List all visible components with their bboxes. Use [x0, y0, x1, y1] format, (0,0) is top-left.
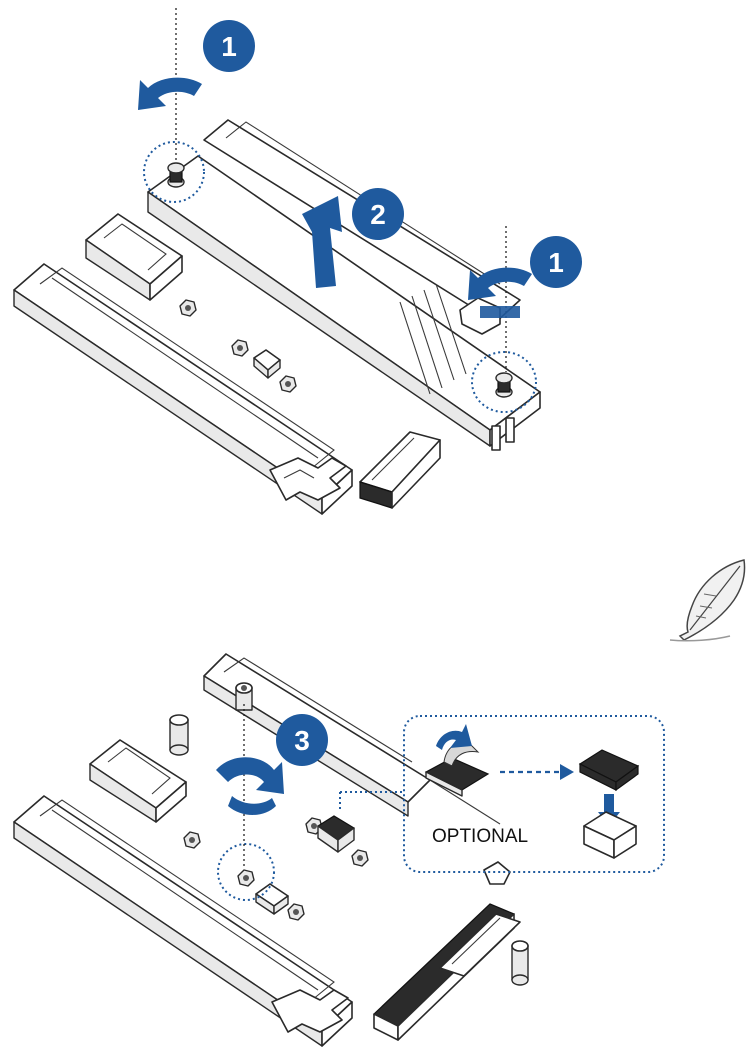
- step-number: 1: [548, 247, 564, 278]
- up-arrow-icon: [302, 196, 342, 288]
- standoff-post: [235, 682, 253, 711]
- arrow-head-icon: [560, 764, 574, 780]
- m2-ssd-module: [372, 903, 521, 1041]
- thermal-pad-block: [255, 883, 289, 915]
- step-number: 3: [294, 725, 310, 756]
- step-badge-2: 2: [352, 188, 404, 240]
- m2-heatsink: [147, 155, 541, 451]
- thermal-pad-block: [253, 349, 281, 379]
- screw-highlight-circle: [471, 351, 537, 413]
- standoff-nut: [183, 831, 201, 849]
- standoff-nut: [179, 299, 197, 317]
- step-number: 2: [370, 199, 386, 230]
- screw-right: [495, 372, 513, 398]
- pcie-x1-slot-bottom: [89, 739, 187, 823]
- feather-quill-icon: [669, 559, 746, 642]
- counterclockwise-arrow-icon: [138, 77, 202, 110]
- pcie-slot-top-left: [13, 263, 353, 515]
- standoff-nut: [231, 339, 249, 357]
- thermal-pad-dark: [578, 749, 640, 792]
- ssd-controller-block: [583, 811, 637, 859]
- optional-label: OPTIONAL: [432, 826, 528, 847]
- step-badge-3: 3: [276, 714, 328, 766]
- screw-highlight-circle: [217, 843, 275, 901]
- standoff-nut: [279, 375, 297, 393]
- peel-film-pad: [424, 724, 490, 797]
- top-illustration-remove-heatsink: 1 2 1: [13, 8, 582, 515]
- optional-callout-box: OPTIONAL: [339, 715, 665, 873]
- pcie-slot-bottom-lower: [13, 795, 353, 1047]
- step-badge-1-top: 1: [203, 20, 255, 72]
- step-number: 1: [221, 31, 237, 62]
- standoff-post: [511, 940, 529, 986]
- pcie-x1-slot-top: [85, 213, 183, 301]
- screw-highlight-circle: [143, 141, 205, 203]
- counterclockwise-arrow-icon: [468, 267, 532, 318]
- standoff-nut: [351, 849, 369, 867]
- standoff-nut: [287, 903, 305, 921]
- standoff-post: [169, 714, 189, 756]
- counterclockwise-arrow-icon: [216, 757, 284, 815]
- m2-connector: [359, 431, 441, 509]
- standoff-nut: [237, 869, 255, 887]
- screw-top-left: [167, 162, 185, 188]
- thermal-pad-stack: [316, 815, 356, 853]
- bottom-illustration-install-ssd: 3: [13, 653, 665, 1047]
- step-badge-1-right: 1: [530, 236, 582, 288]
